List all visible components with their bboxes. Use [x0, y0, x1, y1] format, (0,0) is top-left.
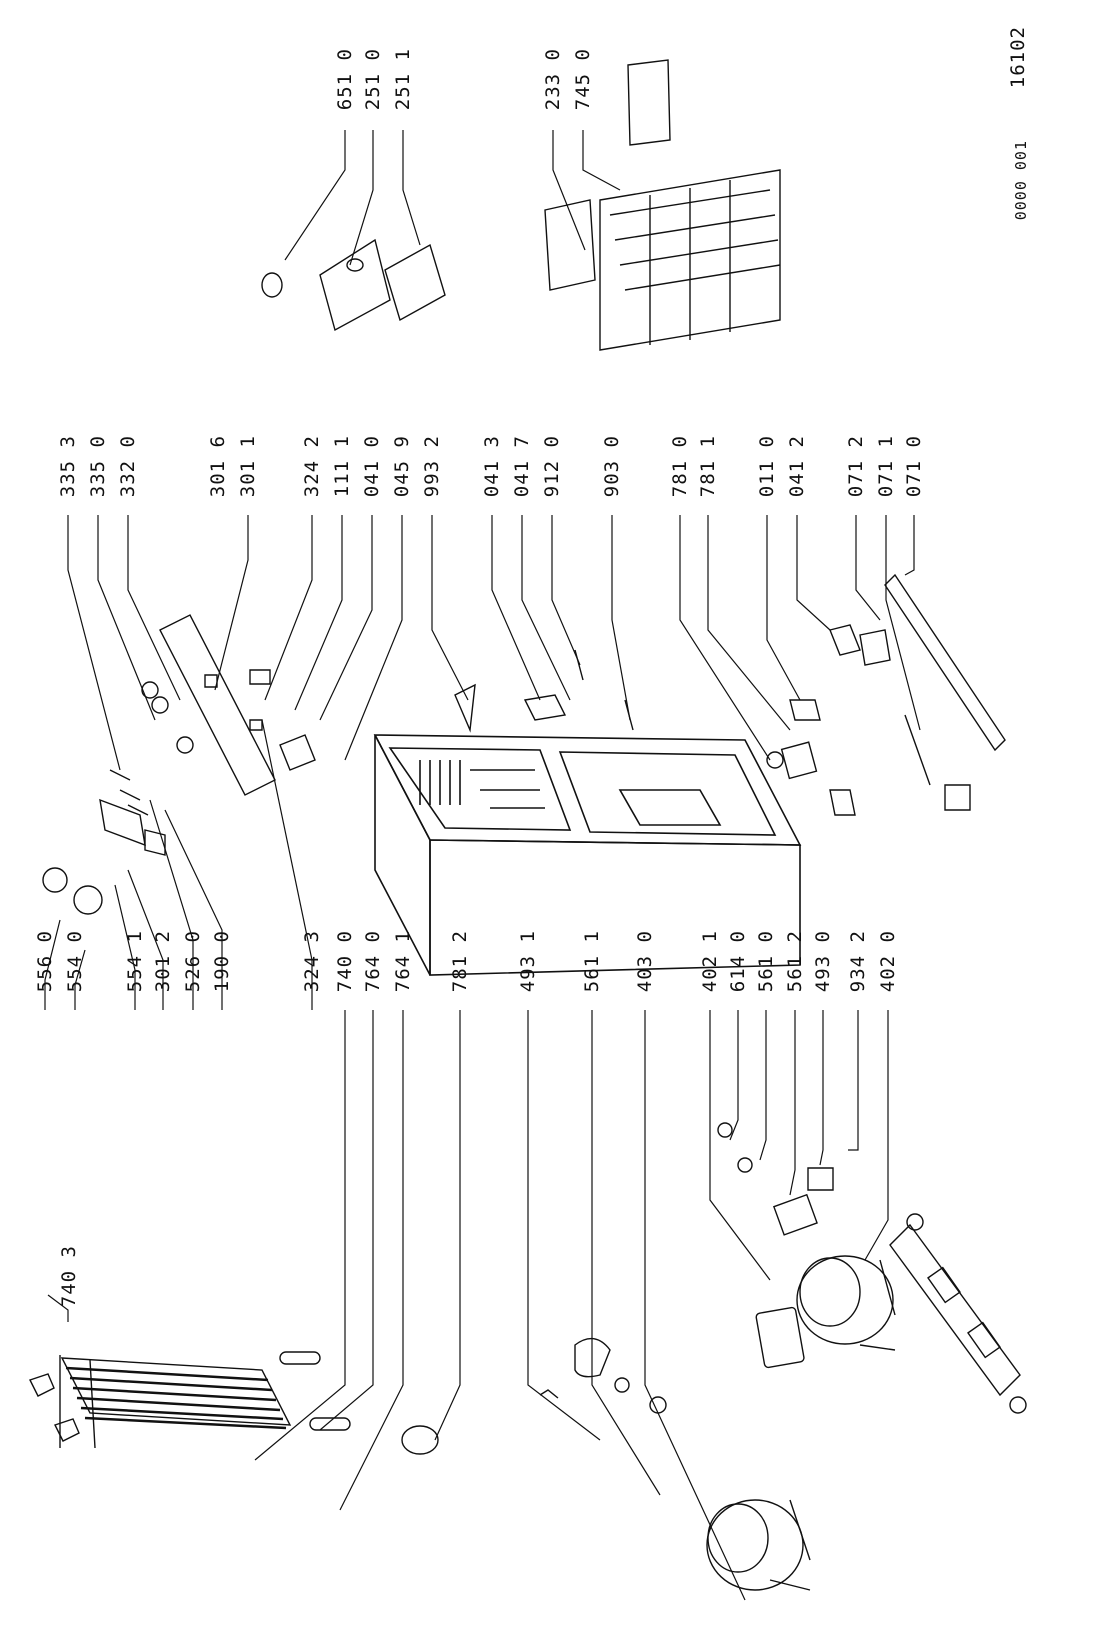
part-label: 301 6 — [207, 435, 229, 498]
part-label: 764 1 — [392, 930, 414, 993]
part-label: 233 0 — [542, 48, 564, 111]
part-label: 324 3 — [301, 930, 323, 993]
part-label: 403 0 — [634, 930, 656, 993]
control-panel — [43, 615, 315, 914]
part-label: 561 1 — [581, 930, 603, 993]
part-label: 332 0 — [117, 435, 139, 498]
part-label: 071 1 — [875, 435, 897, 498]
part-label: 781 2 — [449, 930, 471, 993]
compressor-403 — [707, 1500, 810, 1590]
part-label: 526 0 — [182, 930, 204, 993]
condenser-coil — [60, 1355, 290, 1448]
drier-filters — [280, 1352, 350, 1430]
part-label: 993 2 — [421, 435, 443, 498]
part-label: 402 0 — [877, 930, 899, 993]
compressor-base-plate — [890, 1214, 1026, 1413]
part-label: 561 0 — [755, 930, 777, 993]
part-label: 781 0 — [669, 435, 691, 498]
part-label: 912 0 — [541, 435, 563, 498]
part-label: 251 1 — [392, 48, 414, 111]
part-label: 190 0 — [211, 930, 233, 993]
part-label: 071 2 — [845, 435, 867, 498]
part-label: 781 1 — [697, 435, 719, 498]
cabinet — [375, 735, 800, 975]
part-label: 740 3 — [58, 1245, 80, 1308]
part-label: 335 3 — [57, 435, 79, 498]
part-label: 554 0 — [64, 930, 86, 993]
part-label: 335 0 — [87, 435, 109, 498]
part-label: 041 3 — [481, 435, 503, 498]
leader-lines — [45, 130, 920, 1600]
relay-parts — [540, 1123, 833, 1413]
part-label: 041 7 — [511, 435, 533, 498]
part-label: 561 2 — [784, 930, 806, 993]
part-label: 301 1 — [237, 435, 259, 498]
part-label: 740 0 — [334, 930, 356, 993]
compressor-402 — [797, 1256, 895, 1350]
lamp-and-cover — [262, 240, 445, 330]
part-label: 651 0 — [334, 48, 356, 111]
part-label: 493 1 — [517, 930, 539, 993]
part-label: 554 1 — [124, 930, 146, 993]
shelves — [545, 60, 780, 350]
part-label: 324 2 — [301, 435, 323, 498]
doc-code-number: 16102 — [1007, 26, 1029, 89]
part-label: 934 2 — [847, 930, 869, 993]
part-label: 556 0 — [34, 930, 56, 993]
part-label: 402 1 — [699, 930, 721, 993]
door-pivot-781-2 — [402, 1426, 438, 1454]
part-label: 111 1 — [331, 435, 353, 498]
doc-code-prefix: 0000 001 — [1012, 140, 1030, 221]
part-label: 745 0 — [572, 48, 594, 111]
part-label: 041 2 — [786, 435, 808, 498]
part-label: 764 0 — [362, 930, 384, 993]
part-label: 071 0 — [903, 435, 925, 498]
part-label: 614 0 — [727, 930, 749, 993]
corner-clips — [30, 1374, 79, 1441]
part-label: 041 0 — [361, 435, 383, 498]
part-label: 251 0 — [362, 48, 384, 111]
hinge-and-trim-parts — [455, 575, 1005, 815]
part-label: 903 0 — [601, 435, 623, 498]
part-label: 493 0 — [812, 930, 834, 993]
part-label: 301 2 — [152, 930, 174, 993]
part-label: 011 0 — [756, 435, 778, 498]
part-label: 045 9 — [391, 435, 413, 498]
